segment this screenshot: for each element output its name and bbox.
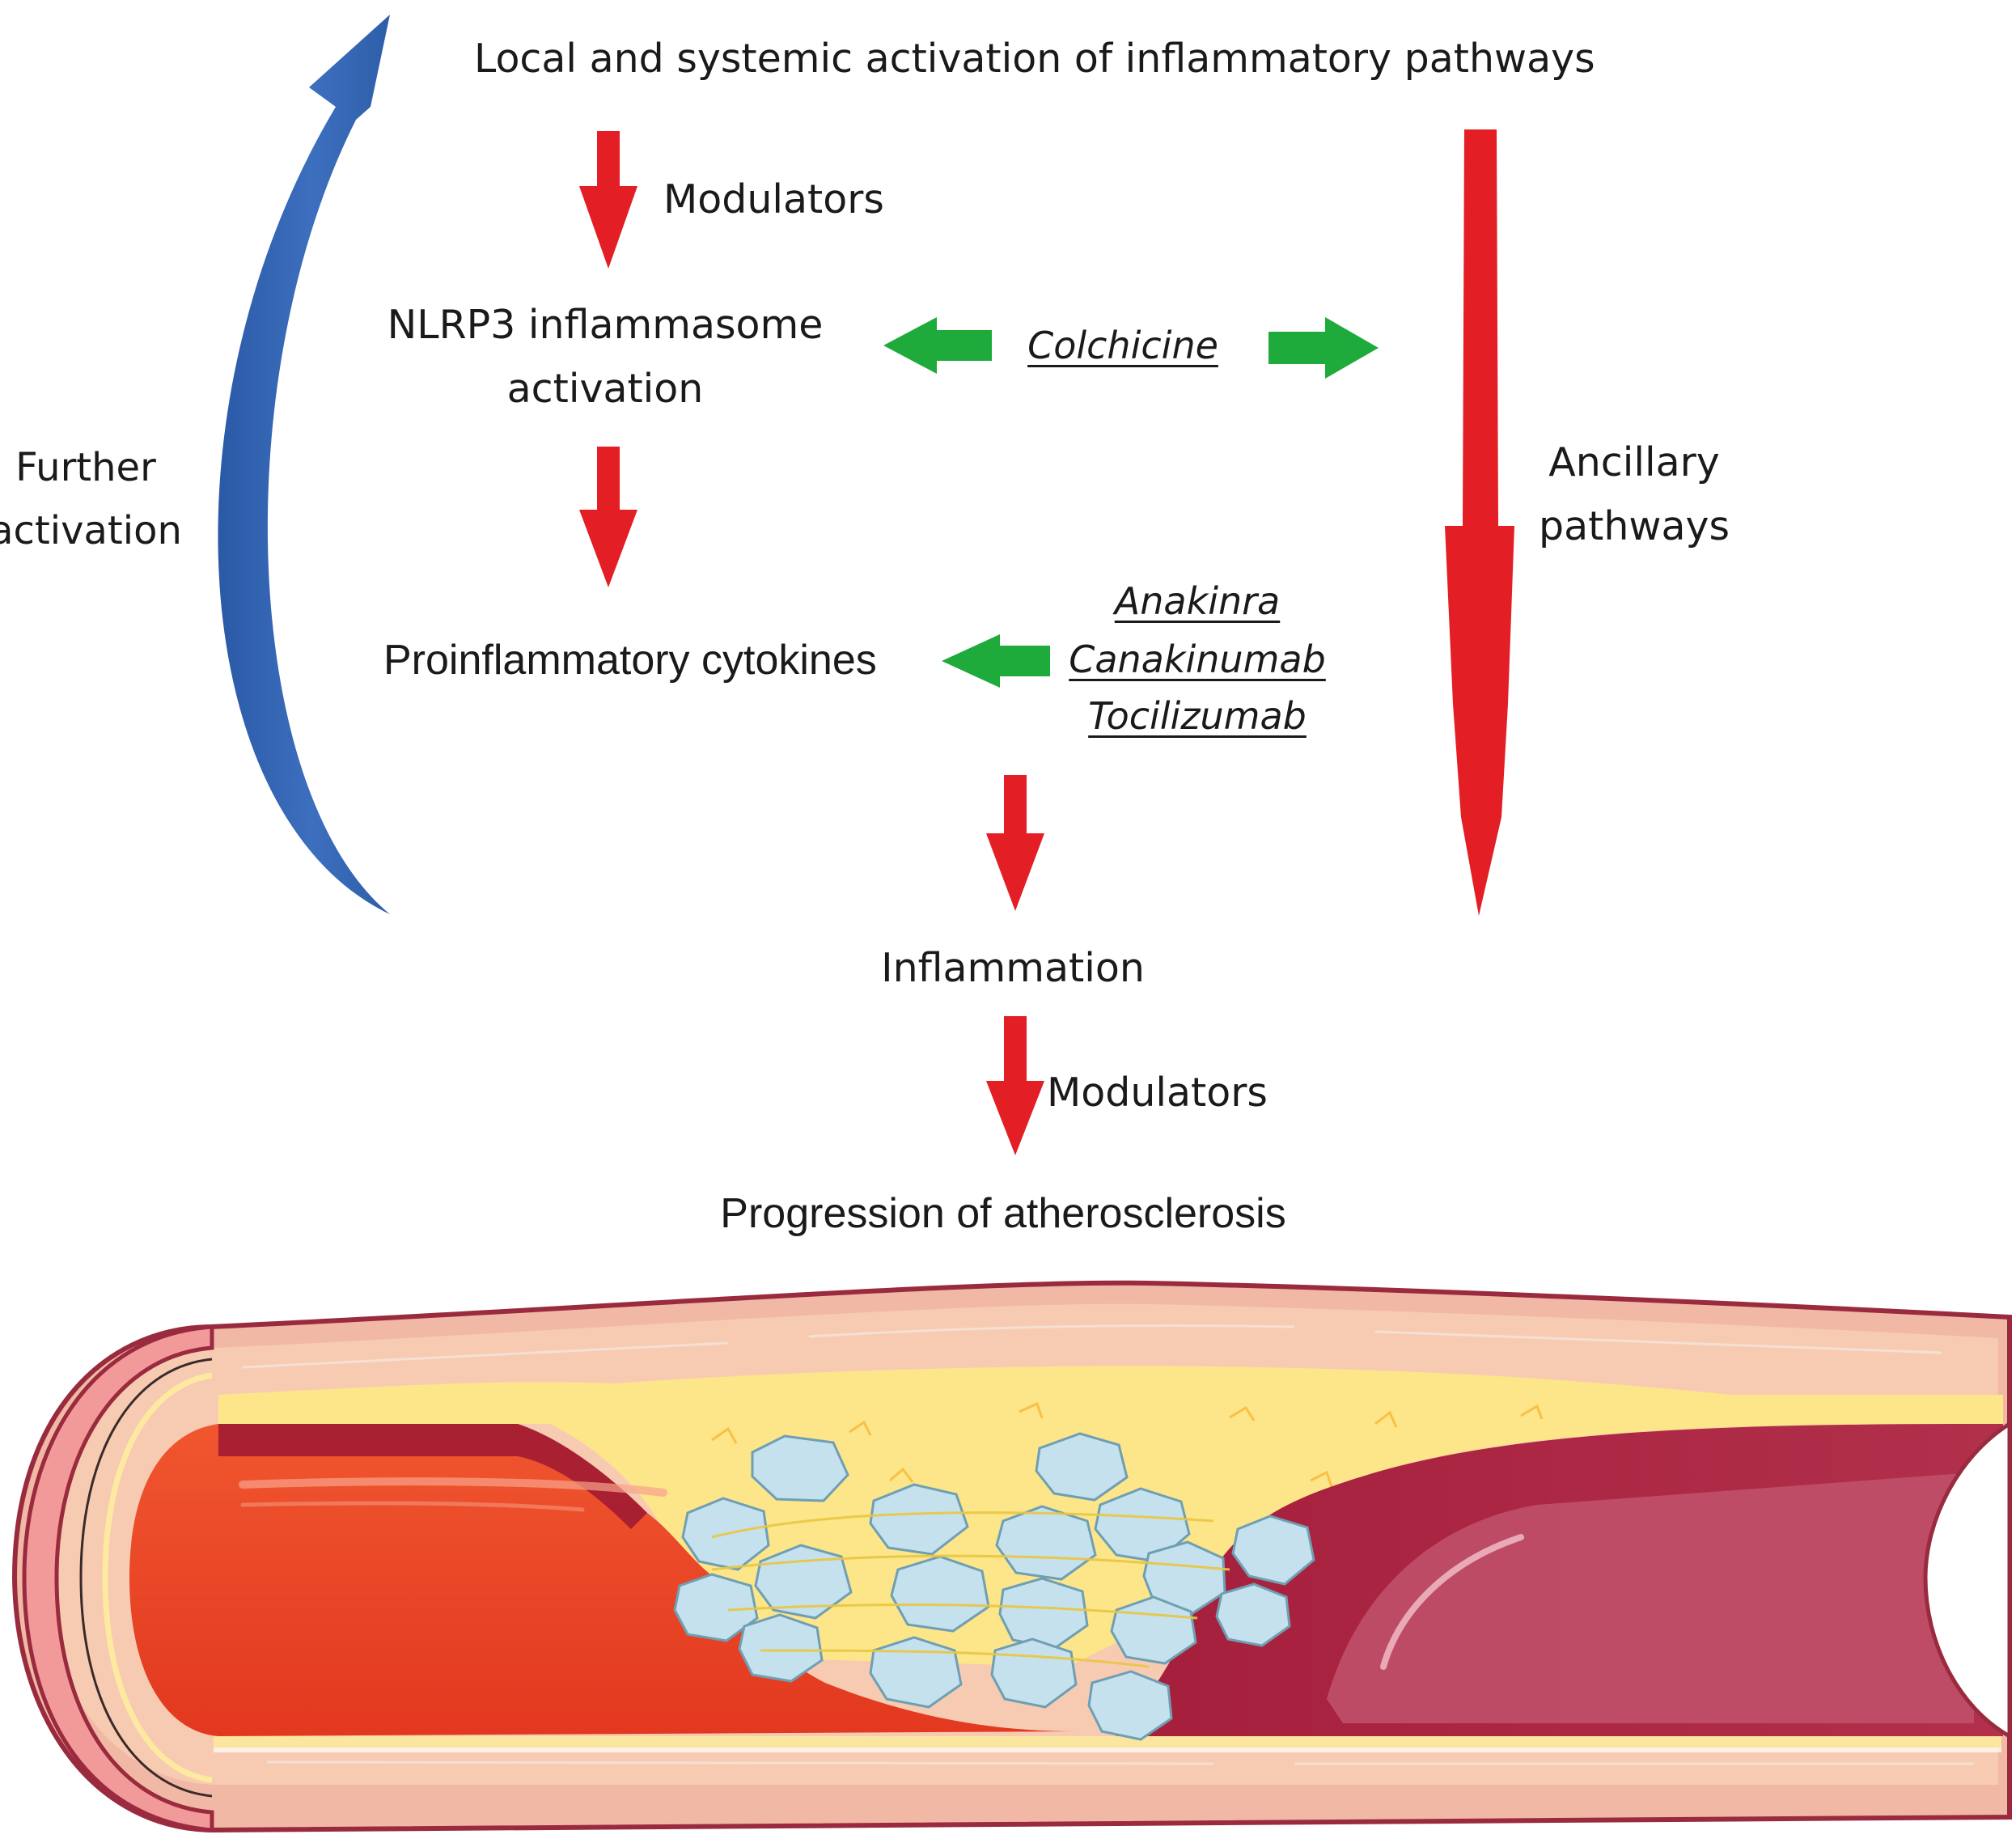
further-line-1: Further [15, 445, 156, 490]
colchicine-right-arrow [1268, 317, 1379, 379]
cytokines-label: Proinflammatory cytokines [383, 637, 877, 684]
modulators-bottom-label: Modulators [1047, 1070, 1268, 1116]
inflammation-label: Inflammation [881, 945, 1145, 991]
progression-label: Progression of atherosclerosis [720, 1190, 1286, 1237]
artery-right-opening [1923, 1420, 2012, 1740]
ancillary-pathways-arrow [1445, 129, 1514, 916]
nlrp3-line-2: activation [506, 366, 704, 413]
colchicine-left-arrow [883, 317, 992, 374]
intima-bottom [214, 1736, 2001, 1748]
modulators-top-label: Modulators [663, 176, 884, 222]
further-line-2: activation [0, 507, 182, 553]
artery-left-cap [22, 1324, 214, 1832]
ancillary-pathways-label: Ancillary pathways [1539, 430, 1730, 559]
anakinra-label: Anakinra [1114, 579, 1281, 623]
canakinumab-label: Canakinumab [1069, 638, 1326, 681]
tocilizumab-label: Tocilizumab [1088, 694, 1307, 738]
further-activation-arrow [218, 15, 390, 964]
ancillary-line-2: pathways [1538, 503, 1730, 550]
nlrp3-label: NLRP3 inflammasome activation [388, 293, 824, 422]
colchicine-label: Colchicine [1027, 324, 1218, 367]
calcification-cluster [673, 1432, 1315, 1741]
cytokine-inhibitor-arrow [942, 634, 1050, 688]
further-activation-label: Further activation [0, 437, 182, 563]
down-arrow-2 [579, 447, 637, 587]
down-arrow-1 [579, 131, 637, 269]
ancillary-line-1: Ancillary [1548, 439, 1720, 485]
down-arrow-3 [986, 775, 1044, 911]
nlrp3-line-1: NLRP3 inflammasome [387, 302, 824, 348]
arrows-layer [218, 15, 1514, 1155]
top-label: Local and systemic activation of inflamm… [474, 36, 1595, 82]
down-arrow-4 [986, 1016, 1044, 1155]
